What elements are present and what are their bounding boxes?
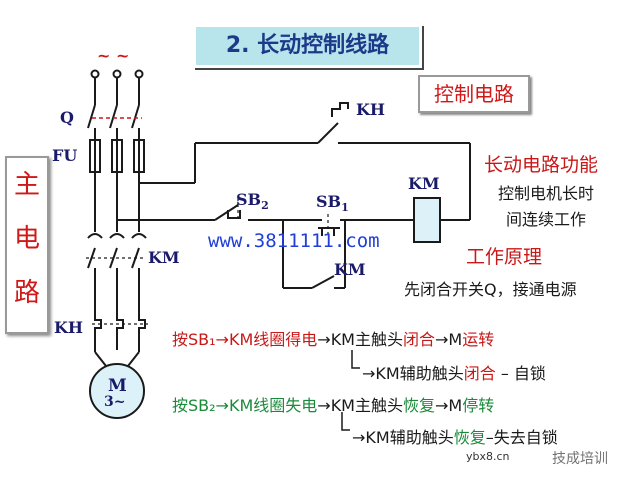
row2-a: →KM辅助触头	[362, 364, 464, 383]
sb1-text: SB	[316, 192, 342, 211]
row4-c: –失去自锁	[485, 428, 558, 447]
kh-control-label: KH	[356, 100, 386, 119]
km-aux-contact-label: KM	[334, 260, 366, 279]
km-coil	[413, 197, 441, 243]
row4-b: 恢复	[453, 428, 486, 447]
row2-b: 闭合	[463, 364, 496, 383]
main-label-char-3: 路	[13, 278, 40, 308]
sequence-row-1: 按SB₁→KM线圈得电→KM主触头闭合→M运转	[172, 326, 494, 350]
switch-q-label: Q	[60, 108, 74, 127]
sb2-text: SB	[236, 190, 262, 209]
control-circuit-wires	[117, 102, 471, 289]
row1-a: 按SB₁→KM线圈	[172, 330, 286, 349]
principle-title: 工作原理	[466, 246, 543, 268]
row1-f: 运转	[462, 330, 495, 349]
sequence-row-3: 按SB₂→KM线圈失电→KM主触头恢复→M停转	[172, 392, 494, 416]
function-title: 长动电路功能	[484, 154, 599, 176]
function-line-2: 间连续工作	[506, 210, 587, 229]
terminal-dots	[90, 69, 144, 79]
watermark-url: www.3811111.com	[208, 230, 380, 252]
row3-f: 停转	[462, 396, 495, 415]
motor-symbol	[89, 363, 145, 419]
footer-brand: 技成培训	[552, 451, 608, 467]
phase-tildes: ~ ~	[97, 46, 130, 65]
km-coil-label: KM	[408, 174, 440, 193]
sequence-connectors	[341, 350, 360, 431]
main-label-char-1: 主	[13, 170, 40, 200]
row3-c: →KM主触头	[317, 396, 403, 415]
row1-e: →M	[435, 330, 463, 349]
sb2-sub: 2	[261, 199, 269, 213]
row3-a: 按SB₂→KM线圈	[172, 396, 286, 415]
row4-a: →KM辅助触头	[352, 428, 454, 447]
row1-c: →KM主触头	[317, 330, 403, 349]
kh-main-label: KH	[54, 318, 84, 337]
function-line-1: 控制电机长时	[498, 184, 595, 203]
sequence-row-4: →KM辅助触头恢复–失去自锁	[352, 424, 558, 448]
main-label-char-2: 电	[13, 224, 40, 254]
km-main-contact-label: KM	[148, 248, 180, 267]
motor-phase-label: 3~	[104, 394, 126, 410]
fuse-symbols	[89, 139, 145, 173]
sb2-label: SB2	[236, 190, 269, 212]
sb1-sub: 1	[341, 201, 349, 215]
principle-line: 先闭合开关Q，接通电源	[404, 280, 577, 299]
main-circuit-label: 主 电 路	[5, 156, 49, 334]
control-circuit-label: 控制电路	[418, 75, 530, 113]
sb1-label: SB1	[316, 192, 349, 214]
fuse-label: FU	[52, 146, 78, 165]
row3-b: 失电	[285, 396, 318, 415]
row1-b: 得电	[285, 330, 318, 349]
sequence-row-2: →KM辅助触头闭合 – 自锁	[362, 360, 546, 384]
page-title: 2. 长动控制线路	[193, 24, 422, 68]
footer-site: ybx8.cn	[466, 450, 510, 463]
row3-e: →M	[435, 396, 463, 415]
motor-m-label: M	[108, 376, 127, 396]
row3-d: 恢复	[403, 396, 436, 415]
row2-c: – 自锁	[495, 364, 546, 383]
row1-d: 闭合	[403, 330, 436, 349]
